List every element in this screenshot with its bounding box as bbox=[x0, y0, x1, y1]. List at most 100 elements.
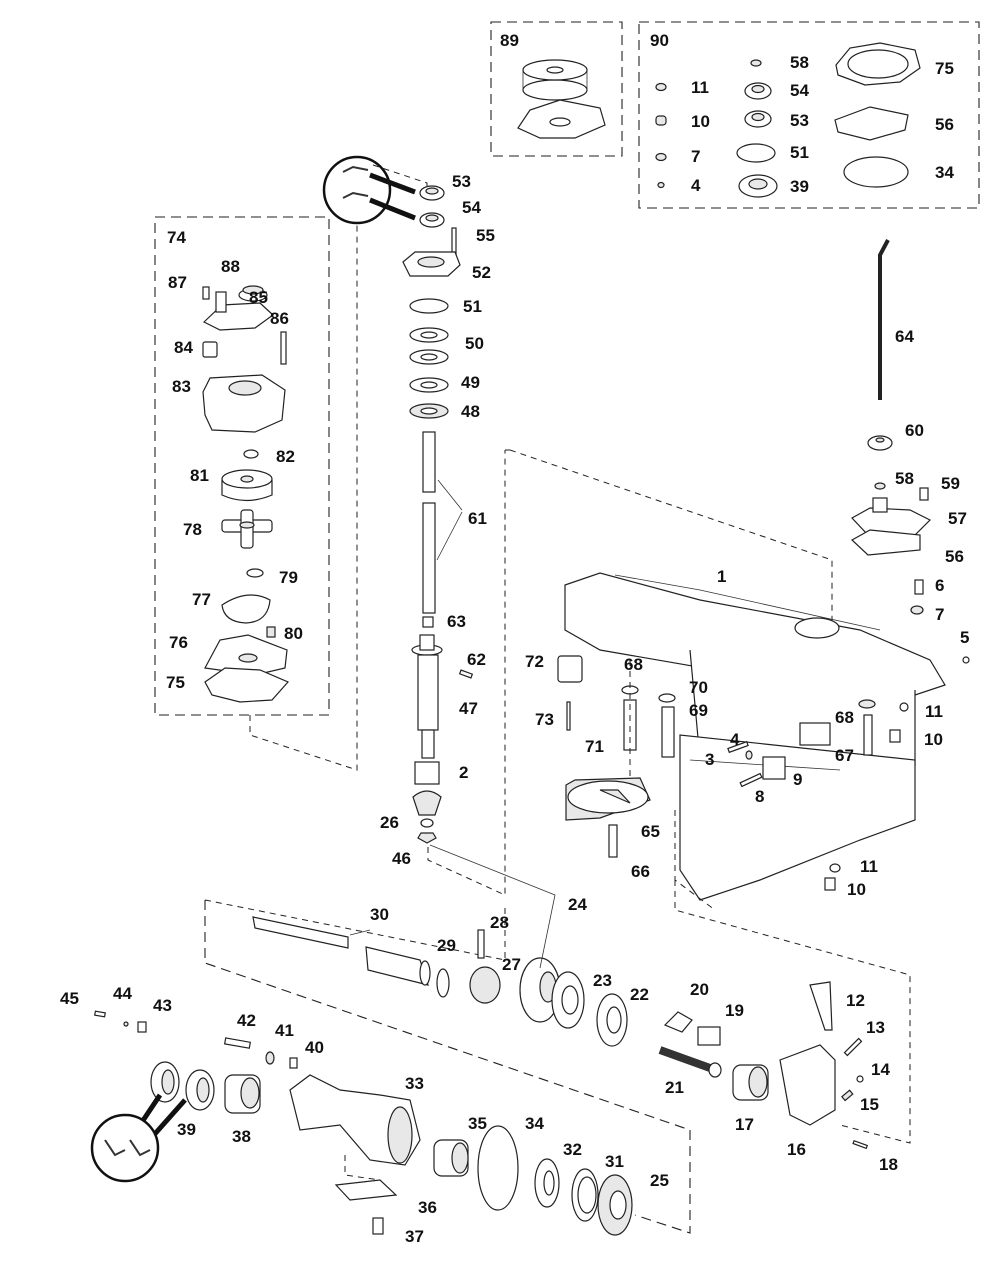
callout-79: 79 bbox=[279, 568, 298, 587]
clutch-dog-icon bbox=[469, 966, 501, 1004]
callout-26: 26 bbox=[380, 813, 399, 832]
callout-70: 70 bbox=[689, 678, 708, 697]
o-ring-icon bbox=[843, 156, 909, 188]
callout-81: 81 bbox=[190, 466, 209, 485]
callout-61: 61 bbox=[468, 509, 487, 528]
callout-40: 40 bbox=[305, 1038, 324, 1057]
driveshaft-stack: 53 54 55 52 51 50 49 48 61 63 62 47 2 bbox=[322, 155, 506, 896]
callout-77: 77 bbox=[192, 590, 211, 609]
seal-orientation-detail-icon bbox=[90, 1113, 160, 1183]
callout-45: 45 bbox=[60, 989, 79, 1008]
water-pump-assembly: 87 88 85 86 84 83 82 81 78 79 77 80 bbox=[166, 257, 303, 703]
bearing-carrier-group: 45 44 43 39 42 41 40 38 33 36 37 35 34 3… bbox=[60, 984, 669, 1246]
callout-51: 51 bbox=[463, 297, 482, 316]
callout-42: 42 bbox=[237, 1011, 256, 1030]
callout-11: 11 bbox=[691, 78, 709, 97]
callout-30: 30 bbox=[370, 905, 389, 924]
callout-6: 6 bbox=[935, 576, 944, 595]
callout-56: 56 bbox=[945, 547, 964, 566]
callout-86: 86 bbox=[270, 309, 289, 328]
callout-11: 11 bbox=[860, 857, 878, 876]
callout-23: 23 bbox=[593, 971, 612, 990]
impeller-housing-icon bbox=[522, 59, 588, 101]
callout-25: 25 bbox=[650, 1171, 669, 1190]
gasket-icon bbox=[834, 106, 909, 141]
callout-69: 69 bbox=[689, 701, 708, 720]
callout-58: 58 bbox=[895, 469, 914, 488]
callout-76: 76 bbox=[169, 633, 188, 652]
callout-13: 13 bbox=[866, 1018, 885, 1037]
callout-10: 10 bbox=[924, 730, 943, 749]
callout-78: 78 bbox=[183, 520, 202, 539]
gearcase-housing: 1 bbox=[505, 449, 946, 911]
callout-32: 32 bbox=[563, 1140, 582, 1159]
callout-65: 65 bbox=[641, 822, 660, 841]
callout-87: 87 bbox=[168, 273, 187, 292]
callout-50: 50 bbox=[465, 334, 484, 353]
callout-46: 46 bbox=[392, 849, 411, 868]
callout-49: 49 bbox=[461, 373, 480, 392]
washer-icon bbox=[750, 59, 762, 67]
callout-4: 4 bbox=[691, 176, 701, 195]
callout-33: 33 bbox=[405, 1074, 424, 1093]
callout-54: 54 bbox=[790, 81, 809, 100]
callout-75: 75 bbox=[935, 59, 954, 78]
callout-71: 71 bbox=[585, 737, 604, 756]
callout-68: 68 bbox=[624, 655, 643, 674]
washer-icon bbox=[657, 181, 665, 189]
pinion-gear-icon bbox=[412, 790, 442, 816]
nut-icon bbox=[417, 832, 437, 844]
callout-16: 16 bbox=[787, 1140, 806, 1159]
callout-67: 67 bbox=[835, 746, 854, 765]
kit-box-89: 89 bbox=[490, 21, 623, 157]
callout-59: 59 bbox=[941, 474, 960, 493]
callout-2: 2 bbox=[459, 763, 468, 782]
callout-10: 10 bbox=[691, 112, 710, 131]
callout-29: 29 bbox=[437, 936, 456, 955]
callout-64: 64 bbox=[895, 327, 914, 346]
callout-72: 72 bbox=[525, 652, 544, 671]
callout-3: 3 bbox=[705, 750, 714, 769]
callout-48: 48 bbox=[461, 402, 480, 421]
kit-label-74: 74 bbox=[167, 228, 186, 247]
o-ring-icon bbox=[477, 1125, 519, 1211]
seal-icon bbox=[655, 152, 667, 162]
callout-34: 34 bbox=[935, 163, 954, 182]
kit-label-89: 89 bbox=[500, 31, 519, 50]
callout-11: 11 bbox=[925, 702, 943, 721]
callout-53: 53 bbox=[452, 172, 471, 191]
callout-39: 39 bbox=[790, 177, 809, 196]
kit-box-74: 74 bbox=[154, 216, 358, 771]
callout-9: 9 bbox=[793, 770, 802, 789]
gearcase-skeg-icon bbox=[679, 734, 916, 901]
callout-20: 20 bbox=[690, 980, 709, 999]
callout-51: 51 bbox=[790, 143, 809, 162]
callout-54: 54 bbox=[462, 198, 481, 217]
callout-56: 56 bbox=[935, 115, 954, 134]
callout-24: 24 bbox=[568, 895, 587, 914]
bearing-carrier-icon bbox=[289, 1074, 421, 1166]
driveshaft-icon bbox=[422, 431, 436, 493]
callout-27: 27 bbox=[502, 955, 521, 974]
callout-58: 58 bbox=[790, 53, 809, 72]
callout-5: 5 bbox=[960, 628, 969, 647]
callout-60: 60 bbox=[905, 421, 924, 440]
plug-icon bbox=[655, 115, 667, 126]
shift-rod-assembly: 64 60 58 59 57 56 6 7 5 11 10 68 67 11 1… bbox=[705, 239, 970, 899]
reverse-gear-housing-icon bbox=[779, 1044, 836, 1126]
callout-17: 17 bbox=[735, 1115, 754, 1134]
callout-66: 66 bbox=[631, 862, 650, 881]
propshaft-icon bbox=[252, 916, 349, 949]
callout-52: 52 bbox=[472, 263, 491, 282]
callout-75: 75 bbox=[166, 673, 185, 692]
callout-62: 62 bbox=[467, 650, 486, 669]
callout-73: 73 bbox=[535, 710, 554, 729]
callout-7: 7 bbox=[691, 147, 700, 166]
anode-trim-tab-assembly: 72 73 68 71 70 69 65 66 bbox=[525, 652, 708, 881]
callout-39: 39 bbox=[177, 1120, 196, 1139]
seal-icon bbox=[655, 82, 667, 92]
anode-icon bbox=[557, 655, 583, 683]
pinion-housing-icon bbox=[417, 654, 439, 731]
callout-84: 84 bbox=[174, 338, 193, 357]
